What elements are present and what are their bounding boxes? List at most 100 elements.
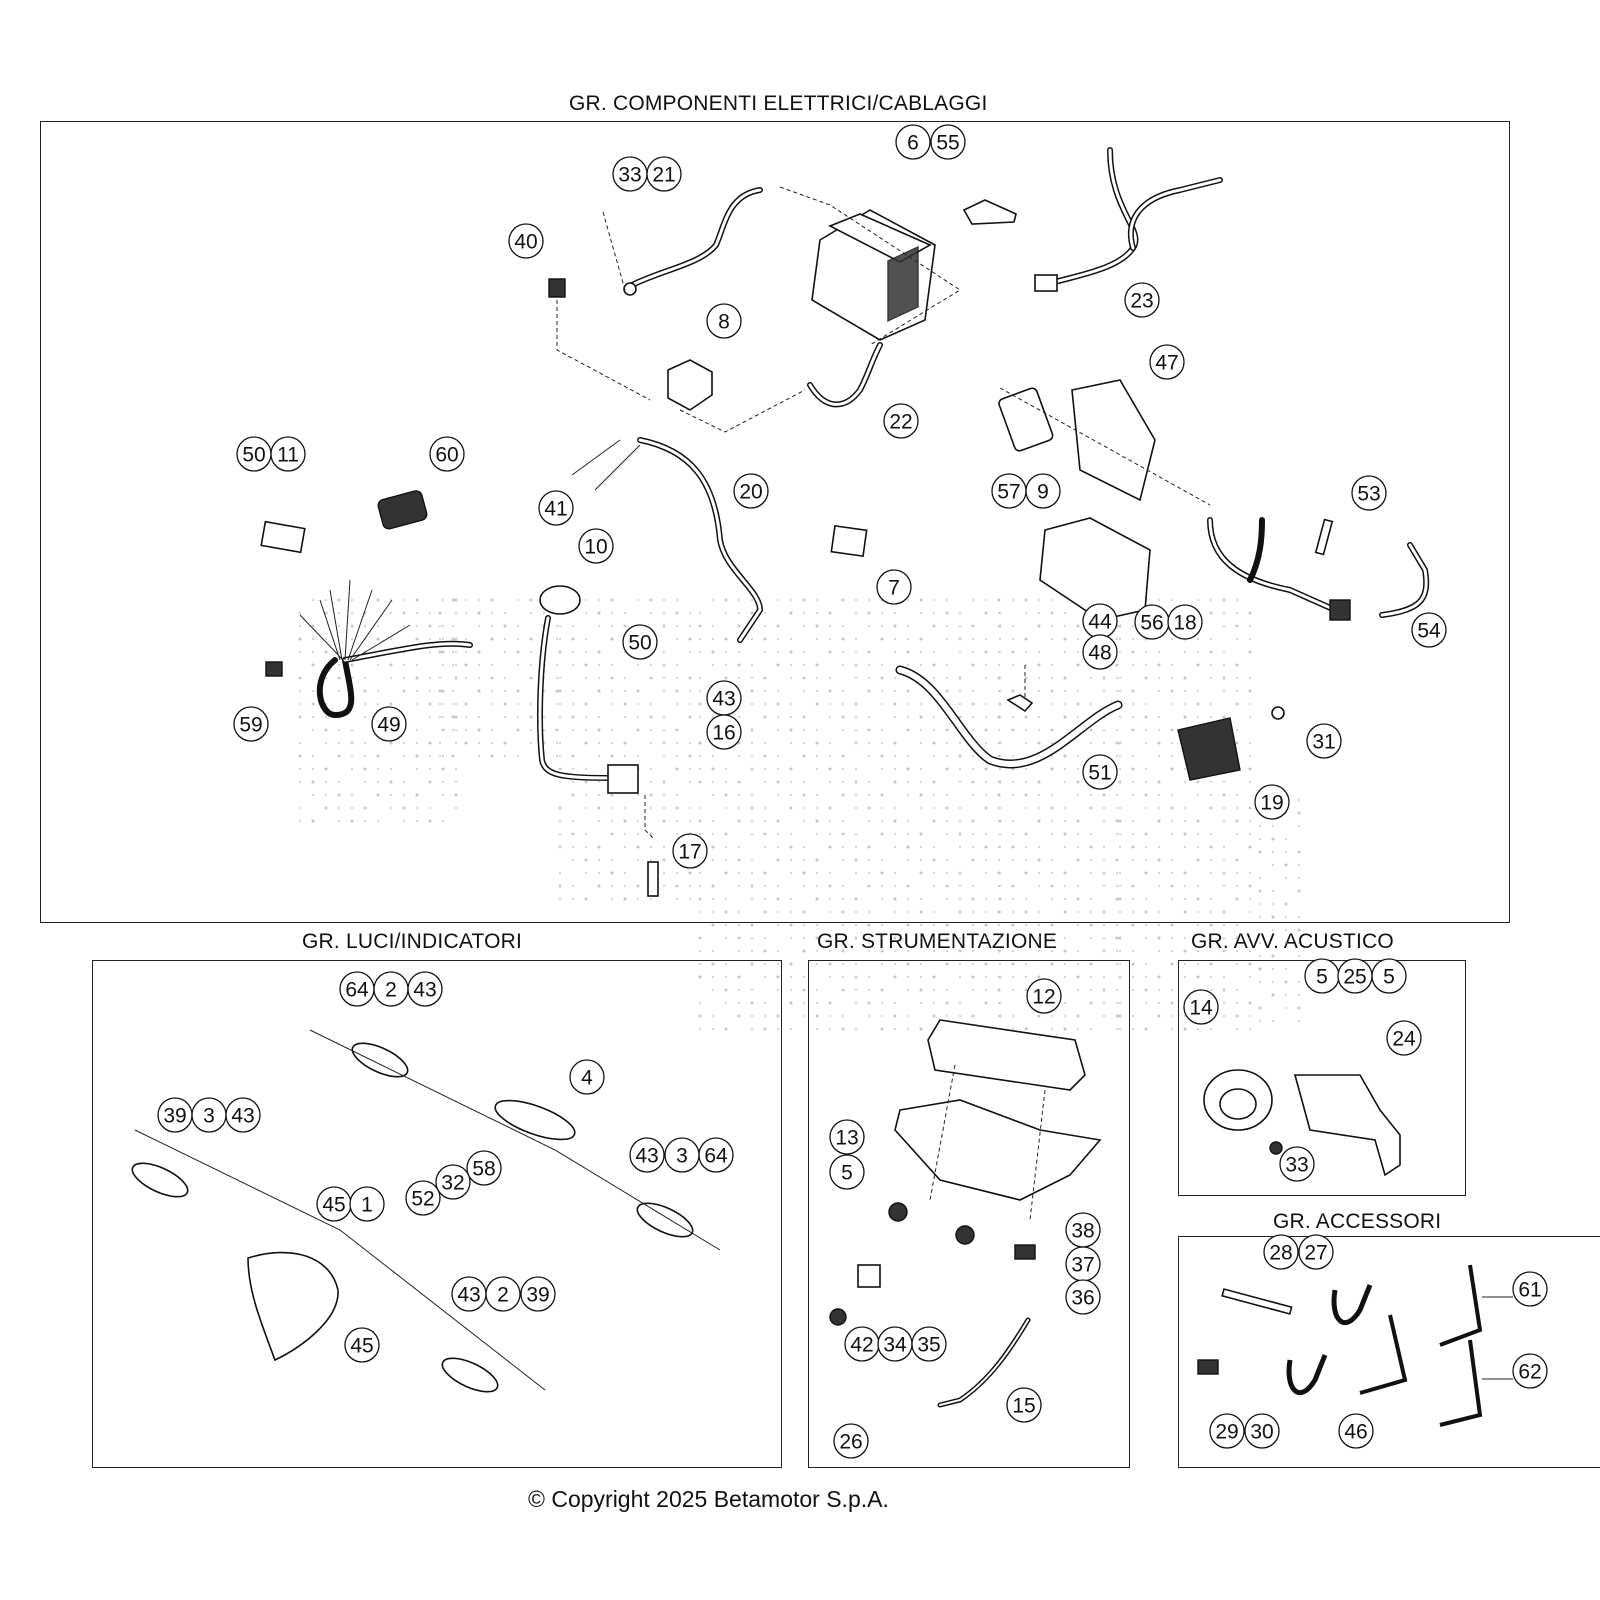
part-callout-57[interactable]: 57 xyxy=(991,473,1027,509)
part-callout-19[interactable]: 19 xyxy=(1254,784,1290,820)
part-callout-43[interactable]: 43 xyxy=(451,1276,487,1312)
part-callout-50[interactable]: 50 xyxy=(622,624,658,660)
callout-circle xyxy=(1298,1234,1334,1270)
part-callout-43[interactable]: 43 xyxy=(629,1137,665,1173)
part-callout-64[interactable]: 64 xyxy=(698,1137,734,1173)
part-callout-24[interactable]: 24 xyxy=(1386,1020,1422,1056)
part-callout-21[interactable]: 21 xyxy=(646,156,682,192)
part-callout-39[interactable]: 39 xyxy=(157,1097,193,1133)
part-callout-64[interactable]: 64 xyxy=(339,971,375,1007)
callout-number: 51 xyxy=(1088,762,1111,785)
part-callout-56[interactable]: 56 xyxy=(1134,604,1170,640)
part-callout-44[interactable]: 44 xyxy=(1082,603,1118,639)
part-callout-60[interactable]: 60 xyxy=(429,436,465,472)
part-callout-40[interactable]: 40 xyxy=(508,223,544,259)
part-callout-43[interactable]: 43 xyxy=(225,1097,261,1133)
part-callout-20[interactable]: 20 xyxy=(733,473,769,509)
part-callout-7[interactable]: 7 xyxy=(876,569,912,605)
callout-circle xyxy=(733,473,769,509)
part-callout-46[interactable]: 46 xyxy=(1338,1413,1374,1449)
part-callout-11[interactable]: 11 xyxy=(270,436,306,472)
callout-circle xyxy=(1209,1413,1245,1449)
part-callout-2[interactable]: 2 xyxy=(485,1276,521,1312)
group-title-accessori: GR. ACCESSORI xyxy=(1273,1210,1442,1233)
part-callout-6[interactable]: 6 xyxy=(895,124,931,160)
part-callout-59[interactable]: 59 xyxy=(233,706,269,742)
part-callout-53[interactable]: 53 xyxy=(1351,475,1387,511)
part-callout-5[interactable]: 5 xyxy=(1371,958,1407,994)
part-callout-45[interactable]: 45 xyxy=(316,1186,352,1222)
part-callout-50[interactable]: 50 xyxy=(236,436,272,472)
callout-number: 4 xyxy=(581,1067,593,1090)
part-callout-31[interactable]: 31 xyxy=(1306,723,1342,759)
callout-number: 20 xyxy=(739,481,762,504)
callout-circle xyxy=(706,714,742,750)
callout-number: 48 xyxy=(1088,642,1111,665)
part-callout-43[interactable]: 43 xyxy=(407,971,443,1007)
part-callout-8[interactable]: 8 xyxy=(706,303,742,339)
part-callout-28[interactable]: 28 xyxy=(1263,1234,1299,1270)
callout-number: 16 xyxy=(712,722,735,745)
part-callout-61[interactable]: 61 xyxy=(1512,1271,1548,1307)
part-callout-14[interactable]: 14 xyxy=(1183,989,1219,1025)
part-callout-16[interactable]: 16 xyxy=(706,714,742,750)
part-callout-5[interactable]: 5 xyxy=(829,1154,865,1190)
callout-number: 41 xyxy=(544,498,567,521)
part-callout-55[interactable]: 55 xyxy=(930,124,966,160)
part-callout-37[interactable]: 37 xyxy=(1065,1246,1101,1282)
callout-number: 56 xyxy=(1140,612,1163,635)
part-callout-54[interactable]: 54 xyxy=(1411,612,1447,648)
part-callout-36[interactable]: 36 xyxy=(1065,1279,1101,1315)
part-callout-22[interactable]: 22 xyxy=(883,403,919,439)
callout-circle xyxy=(270,436,306,472)
callout-number: 3 xyxy=(203,1105,215,1128)
part-callout-27[interactable]: 27 xyxy=(1298,1234,1334,1270)
part-callout-35[interactable]: 35 xyxy=(911,1326,947,1362)
part-callout-41[interactable]: 41 xyxy=(538,490,574,526)
callout-circle xyxy=(1082,634,1118,670)
part-callout-4[interactable]: 4 xyxy=(569,1059,605,1095)
callout-number: 38 xyxy=(1071,1220,1094,1243)
callout-number: 53 xyxy=(1357,483,1380,506)
part-callout-29[interactable]: 29 xyxy=(1209,1413,1245,1449)
part-callout-62[interactable]: 62 xyxy=(1512,1353,1548,1389)
part-callout-38[interactable]: 38 xyxy=(1065,1212,1101,1248)
part-callout-23[interactable]: 23 xyxy=(1124,282,1160,318)
callout-circle xyxy=(1411,612,1447,648)
part-callout-30[interactable]: 30 xyxy=(1244,1413,1280,1449)
part-callout-34[interactable]: 34 xyxy=(877,1326,913,1362)
part-callout-42[interactable]: 42 xyxy=(844,1326,880,1362)
part-callout-49[interactable]: 49 xyxy=(371,706,407,742)
part-callout-26[interactable]: 26 xyxy=(833,1423,869,1459)
part-callout-43[interactable]: 43 xyxy=(706,680,742,716)
part-callout-39[interactable]: 39 xyxy=(520,1276,556,1312)
part-callout-32[interactable]: 32 xyxy=(435,1164,471,1200)
part-callout-17[interactable]: 17 xyxy=(672,833,708,869)
part-callout-25[interactable]: 25 xyxy=(1337,958,1373,994)
part-callout-15[interactable]: 15 xyxy=(1006,1387,1042,1423)
part-callout-9[interactable]: 9 xyxy=(1025,473,1061,509)
part-callout-12[interactable]: 12 xyxy=(1026,978,1062,1014)
callout-circle xyxy=(1082,754,1118,790)
part-callout-3[interactable]: 3 xyxy=(191,1097,227,1133)
part-callout-2[interactable]: 2 xyxy=(373,971,409,1007)
part-callout-3[interactable]: 3 xyxy=(664,1137,700,1173)
part-callout-48[interactable]: 48 xyxy=(1082,634,1118,670)
part-callout-45[interactable]: 45 xyxy=(344,1327,380,1363)
part-callout-10[interactable]: 10 xyxy=(578,528,614,564)
part-callout-33[interactable]: 33 xyxy=(1279,1146,1315,1182)
callout-circle xyxy=(1026,978,1062,1014)
callout-number: 21 xyxy=(652,164,675,187)
part-callout-13[interactable]: 13 xyxy=(829,1119,865,1155)
part-callout-5[interactable]: 5 xyxy=(1304,958,1340,994)
part-callout-18[interactable]: 18 xyxy=(1167,604,1203,640)
part-callout-33[interactable]: 33 xyxy=(612,156,648,192)
part-callout-1[interactable]: 1 xyxy=(349,1186,385,1222)
part-callout-47[interactable]: 47 xyxy=(1149,344,1185,380)
callout-number: 47 xyxy=(1155,352,1178,375)
callout-number: 64 xyxy=(345,979,369,1002)
part-callout-51[interactable]: 51 xyxy=(1082,754,1118,790)
part-callout-58[interactable]: 58 xyxy=(466,1150,502,1186)
part-callout-52[interactable]: 52 xyxy=(405,1180,441,1216)
callout-number: 36 xyxy=(1071,1287,1094,1310)
